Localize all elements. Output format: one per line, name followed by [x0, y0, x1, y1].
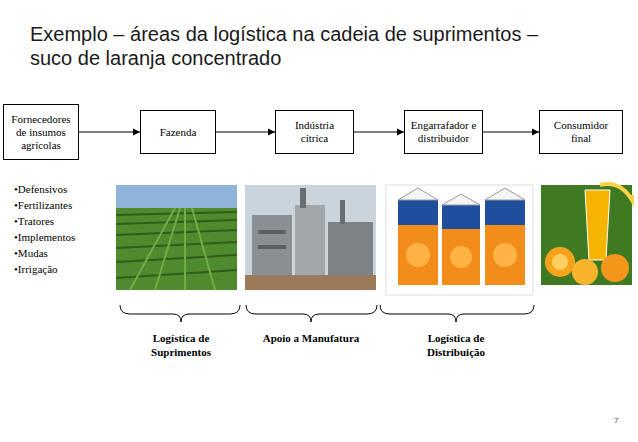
page-number: 7	[614, 414, 618, 428]
flow-arrow	[483, 129, 539, 136]
process-box: Fornecedores de insumos agrícolas	[3, 104, 79, 160]
process-box: Indústria cítrica	[275, 110, 354, 154]
bracket-label: Apoio a Manufatura	[261, 331, 361, 345]
bracket-label: Logística de Suprimentos	[131, 331, 231, 359]
bracket-label: Logística de Distribuição	[406, 331, 506, 359]
bullet-item: •Fertilizantes	[14, 198, 72, 212]
factory-photo	[245, 185, 376, 290]
bullet-item: •Irrigação	[14, 262, 58, 276]
bullet-item: •Defensivos	[14, 182, 67, 196]
bullet-item: •Mudas	[14, 246, 48, 260]
flow-arrow	[216, 129, 275, 136]
box-label: Consumidor final	[544, 119, 618, 145]
flow-arrow	[354, 129, 404, 136]
braces	[120, 305, 534, 322]
flow-arrow	[79, 129, 140, 136]
process-box: Consumidor final	[539, 110, 623, 154]
juice-cartons-photo	[386, 185, 533, 295]
box-label: Fazenda	[160, 126, 197, 139]
slide-title: Exemplo – áreas da logística na cadeia d…	[30, 22, 552, 70]
bullet-item: •Tratores	[14, 214, 54, 228]
box-label: Fornecedores de insumos agrícolas	[8, 113, 74, 152]
orange-juice-photo	[541, 184, 632, 285]
bullet-item: •Implementos	[14, 230, 75, 244]
farm-photo	[116, 185, 237, 290]
process-box: Engarrafador e distribuidor	[404, 110, 483, 154]
box-label: Engarrafador e distribuidor	[409, 119, 478, 145]
box-label: Indústria cítrica	[280, 119, 349, 145]
process-box: Fazenda	[140, 110, 216, 154]
